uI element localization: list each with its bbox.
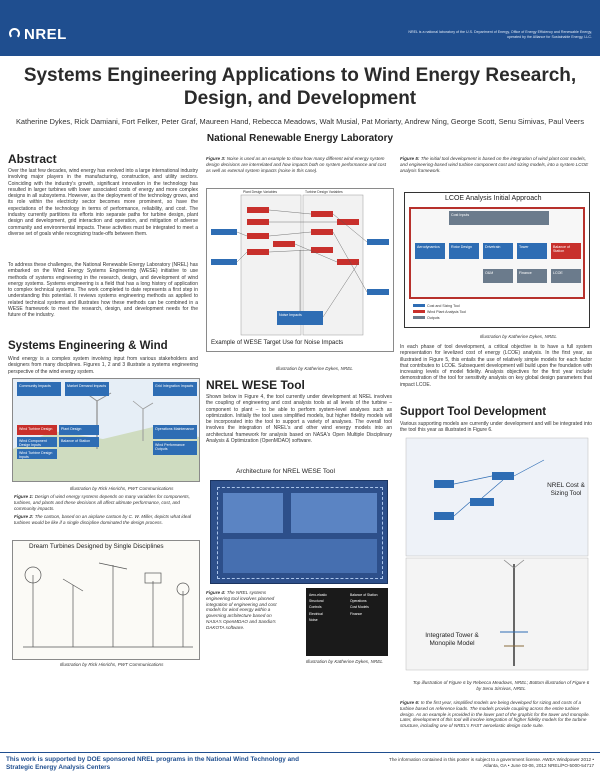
- figure-2: Dream Turbines Designed by Single Discip…: [12, 540, 200, 660]
- figure-5: LCOE Analysis Initial Approach Cost Inpu…: [404, 192, 590, 328]
- figure-4-architecture: [210, 480, 388, 584]
- fig1-box-community: Community Impacts: [17, 382, 61, 396]
- figure-1-credit: Illustration by Rick Hinrichs, PWT Commu…: [70, 486, 174, 491]
- footer-divider: [0, 752, 600, 753]
- fig5-box-bos: Balance of Station: [551, 243, 581, 259]
- poster-title: Systems Engineering Applications to Wind…: [23, 65, 577, 109]
- fig1-box-operations: Operations Maintenance: [153, 425, 197, 439]
- figure-4-title: Architecture for NREL WESE Tool: [236, 468, 335, 475]
- figure-2-cartoon: [23, 562, 193, 648]
- figure-5-title: LCOE Analysis Initial Approach: [445, 195, 542, 202]
- lab-name: National Renewable Energy Laboratory: [206, 133, 394, 144]
- fig4-legend-item: Balance of Station: [350, 593, 378, 597]
- figure-5-paragraph: In each phase of tool development, a cri…: [400, 344, 592, 388]
- figure-6-credit: Top illustration of Figure 6 by Rebecca …: [412, 680, 590, 691]
- fig4-legend-item: Finance: [350, 611, 363, 616]
- fig3-noise-box: Noise Impacts: [279, 313, 302, 317]
- fig5-box-finance: Finance: [517, 269, 547, 283]
- fig3-col-plant: Plant Design Variables: [243, 190, 278, 194]
- abstract-paragraph-2: To address these challenges, the Nationa…: [8, 262, 198, 319]
- fig5-box-om: O&M: [483, 269, 513, 283]
- fig5-legend: Cost and Sizing Tool Wind Plant Analysis…: [413, 303, 466, 321]
- fig5-box-drivetrain: Drivetrain: [483, 243, 513, 259]
- support-tool-heading: Support Tool Development: [400, 406, 547, 418]
- footer-license: The information contained in this poster…: [389, 757, 594, 768]
- abstract-heading: Abstract: [8, 152, 57, 166]
- figure-3-network: [211, 194, 389, 336]
- abstract-paragraph-1: Over the last few decades, wind energy h…: [8, 168, 198, 237]
- header-note: NREL is a national laboratory of the U.S…: [408, 30, 592, 39]
- fig3-col-turbine: Turbine Design Variables: [305, 190, 343, 194]
- figure-5-credit: Illustration by Katherine Dykes, NREL: [480, 334, 557, 339]
- fig1-box-grid: Grid Integration Impacts: [153, 382, 197, 396]
- authors: Katherine Dykes, Rick Damiani, Fort Felk…: [15, 117, 585, 126]
- figure-6-graphic: [405, 437, 589, 671]
- fig4-legend-item: Aero-elastic: [309, 593, 327, 597]
- wese-tool-paragraph: Shown below in Figure 4, the tool curren…: [206, 394, 392, 445]
- fig5-box-rotor: Rotor Design: [449, 243, 479, 259]
- fig1-box-turbine-inputs: Wind Turbine Design Inputs: [17, 449, 57, 459]
- figure-4-credit: Illustration by Katherine Dykes, NREL: [306, 659, 383, 664]
- figure-3-title: Example of WESE Target Use for Noise Imp…: [211, 339, 344, 346]
- figure-3: Plant Design Variables Turbine Design Va…: [206, 188, 394, 352]
- figure-2-credit: Illustration by Rick Hinrichs, PWT Commu…: [60, 662, 164, 667]
- figure-2-caption: Figure 2: The cartoon, based on an airpl…: [14, 514, 192, 525]
- figure-4: Architecture for NREL WESE Tool Figure 4…: [206, 466, 392, 752]
- fig4-legend-item: Cost Models: [350, 605, 369, 610]
- fig4-legend-item: Electrical: [309, 611, 323, 616]
- figure-6-caption: Figure 6: In the first year, simplified …: [400, 700, 590, 729]
- systems-engineering-paragraph: Wind energy is a complex system involvin…: [8, 356, 198, 375]
- fig1-box-component-inputs: Wind Component Design Inputs: [17, 437, 57, 447]
- figure-4-legend: Aero-elastic Structural Controls Electri…: [306, 588, 388, 656]
- fig6-label-tower-monopile: Integrated Tower & Monopile Model: [425, 632, 479, 647]
- fig5-box-tower: Tower: [517, 243, 547, 259]
- fig1-box-market: Market Demand Impacts: [65, 382, 109, 396]
- figure-3-caption: Figure 3: Noise is used as an example to…: [206, 156, 387, 173]
- systems-engineering-heading: Systems Engineering & Wind: [8, 340, 168, 352]
- fig1-box-balance: Balance of Station: [59, 437, 99, 447]
- footer-funding: This work is supported by DOE sponsored …: [6, 756, 299, 771]
- fig6-label-cost-sizing: NREL Cost & Sizing Tool: [547, 482, 585, 497]
- nrel-logo: NREL: [24, 26, 67, 43]
- figure-6: NREL Cost & Sizing Tool Integrated Tower…: [404, 436, 590, 676]
- fig4-legend-item: Controls: [309, 605, 322, 610]
- figure-1-caption: Figure 1: Design of wind energy systems …: [14, 494, 190, 511]
- fig1-box-plant-design: Plant Design: [59, 425, 99, 435]
- fig5-box-aero: Aerodynamics: [415, 243, 445, 259]
- fig4-legend-item: Operations: [350, 599, 367, 604]
- fig1-box-turbine-design: Wind Turbine Design: [17, 425, 57, 435]
- nrel-sun-icon: [9, 28, 20, 39]
- fig5-box-lcoe: LCOE: [551, 269, 581, 283]
- figure-4-caption: Figure 4: The NREL systems engineering t…: [206, 590, 277, 630]
- fig5-box-cost-inputs: Cost Inputs: [449, 211, 549, 225]
- figure-3-credit: Illustration by Katherine Dykes, NREL: [276, 366, 353, 371]
- wese-tool-heading: NREL WESE Tool: [206, 378, 305, 392]
- fig4-legend-item: Structural: [309, 599, 324, 604]
- fig1-box-performance: Wind Performance Outputs: [153, 441, 197, 455]
- support-tool-paragraph: Various supporting models are currently …: [400, 421, 592, 434]
- header-bar: NREL NREL is a national laboratory of th…: [0, 0, 600, 56]
- figure-2-title: Dream Turbines Designed by Single Discip…: [29, 543, 164, 550]
- figure-1: Community Impacts Market Demand Impacts …: [12, 378, 200, 482]
- fig4-legend-item: Noise: [309, 617, 318, 622]
- figure-5-caption: Figure 5: The initial tool development i…: [400, 156, 589, 173]
